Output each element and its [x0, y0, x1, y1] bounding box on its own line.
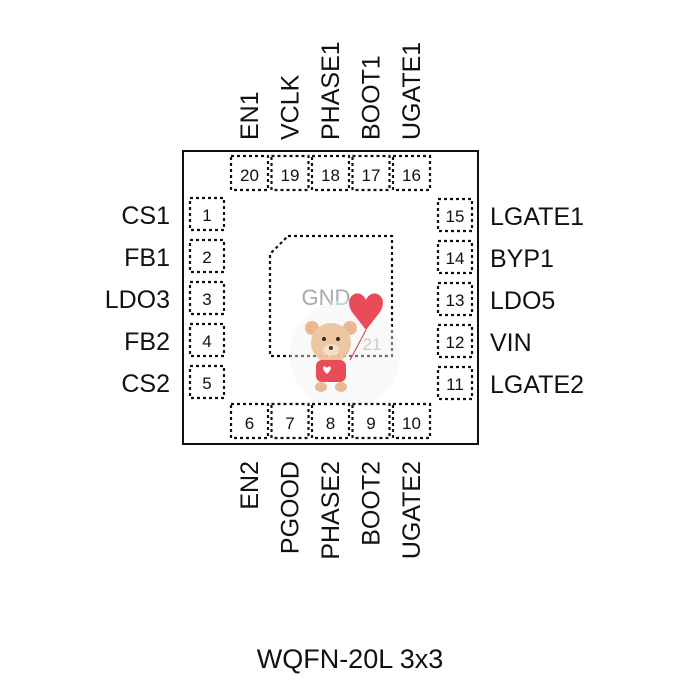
pad-number-8: 8 — [326, 414, 335, 433]
pin-name-2: FB1 — [124, 244, 170, 272]
pad-1 — [188, 196, 226, 232]
pin-name-10: UGATE2 — [398, 461, 426, 559]
pin-name-18: PHASE1 — [317, 41, 345, 140]
exposed-pad-label: GND — [302, 285, 351, 310]
pad-number-2: 2 — [202, 248, 211, 267]
package-outline — [182, 150, 479, 445]
pad-17 — [351, 154, 391, 192]
pad-2 — [188, 238, 226, 274]
pin-name-14: BYP1 — [490, 245, 554, 273]
pad-number-17: 17 — [362, 166, 381, 185]
pad-5 — [188, 364, 226, 400]
pad-number-14: 14 — [446, 249, 465, 268]
pad-8 — [310, 402, 351, 440]
pin-name-1: CS1 — [121, 202, 170, 230]
pad-number-7: 7 — [285, 414, 294, 433]
pad-20 — [229, 154, 270, 192]
pin-name-6: EN2 — [236, 461, 264, 510]
pad-number-1: 1 — [202, 206, 211, 225]
pad-number-10: 10 — [402, 414, 421, 433]
teddy-bear-heart-icon — [290, 293, 400, 410]
pin-name-5: CS2 — [121, 370, 170, 398]
pad-number-16: 16 — [402, 166, 421, 185]
pad-number-13: 13 — [446, 291, 465, 310]
pad-3 — [188, 280, 226, 316]
pin-name-11: LGATE2 — [490, 371, 584, 399]
exposed-pad-number: 21 — [363, 335, 382, 354]
pad-14 — [436, 239, 474, 275]
pad-number-20: 20 — [240, 166, 259, 185]
pin-name-3: LDO3 — [105, 286, 170, 314]
pad-number-11: 11 — [446, 375, 464, 394]
pin-name-15: LGATE1 — [490, 203, 584, 231]
pad-number-5: 5 — [202, 374, 211, 393]
pad-7 — [270, 402, 310, 440]
pin-name-7: PGOOD — [277, 461, 305, 554]
pad-15 — [436, 197, 474, 233]
pin-name-17: BOOT1 — [358, 55, 386, 140]
pad-number-18: 18 — [321, 166, 340, 185]
pad-group: 1CS12FB13LDO34FB25CS26EN27PGOOD8PHASE29B… — [105, 41, 584, 559]
pad-number-12: 12 — [446, 333, 465, 352]
pad-19 — [270, 154, 310, 192]
pad-number-6: 6 — [245, 414, 254, 433]
pad-18 — [310, 154, 351, 192]
pad-10 — [391, 402, 432, 440]
pin-name-9: BOOT2 — [358, 461, 386, 546]
pin-name-13: LDO5 — [490, 287, 555, 315]
pad-number-3: 3 — [202, 290, 211, 309]
pad-12 — [436, 323, 474, 359]
pin-name-12: VIN — [490, 329, 532, 357]
pin-name-19: VCLK — [277, 74, 305, 140]
pad-number-19: 19 — [281, 166, 300, 185]
pad-11 — [436, 365, 474, 401]
pad-number-15: 15 — [446, 207, 465, 226]
pad-number-4: 4 — [202, 332, 211, 351]
pin-name-16: UGATE1 — [398, 42, 426, 140]
pin-name-8: PHASE2 — [317, 461, 345, 560]
pad-6 — [229, 402, 270, 440]
pad-9 — [351, 402, 391, 440]
pin-name-4: FB2 — [124, 328, 170, 356]
package-label: WQFN-20L 3x3 — [257, 644, 444, 674]
pin-name-20: EN1 — [236, 91, 264, 140]
pad-13 — [436, 281, 474, 317]
pad-number-9: 9 — [366, 414, 375, 433]
pad-4 — [188, 322, 226, 358]
pad-16 — [391, 154, 432, 192]
